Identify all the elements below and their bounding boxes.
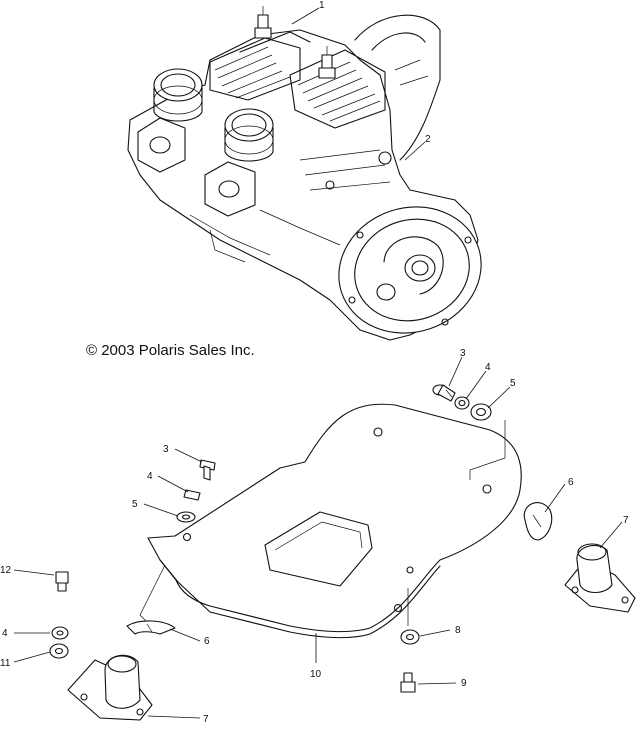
cylinder-head-fins [209, 31, 386, 129]
callout-7-lower: 7 [203, 714, 209, 725]
engine-assembly [127, 6, 482, 341]
callout-4-left: 4 [147, 471, 153, 482]
spark-plug-1 [254, 6, 272, 39]
callout-6-right: 6 [568, 477, 574, 488]
carburetor-right [204, 108, 274, 217]
spacer-washer-left [176, 511, 196, 523]
callout-leaders [13, 7, 623, 719]
callout-3-left: 3 [163, 444, 169, 455]
spacer-washer-top [470, 403, 492, 421]
callout-10: 10 [310, 669, 322, 680]
bolt-lower-right [400, 672, 416, 693]
callout-11: 11 [0, 658, 11, 669]
callout-8: 8 [455, 625, 461, 636]
washer-lower-right [400, 629, 420, 645]
copyright-notice: © 2003 Polaris Sales Inc. [86, 342, 255, 359]
callout-2: 2 [425, 134, 431, 145]
washer-top [454, 396, 470, 410]
callout-labels: 1 2 3 4 5 3 4 5 6 7 12 4 11 6 8 10 9 7 [0, 0, 629, 725]
callout-1: 1 [319, 0, 325, 11]
bolt-left [199, 459, 216, 481]
engine-mount-lower [67, 654, 153, 721]
callout-4-top: 4 [485, 362, 491, 373]
washer-lower-left [51, 626, 69, 640]
carburetor-left [137, 68, 203, 173]
callout-5-top: 5 [510, 378, 516, 389]
retainer-clip-right [523, 502, 553, 541]
callout-5-left: 5 [132, 499, 138, 510]
washer-left [183, 489, 201, 501]
callout-4-lower: 4 [2, 628, 8, 639]
callout-3-top: 3 [460, 348, 466, 359]
bolt-top [432, 384, 456, 402]
callout-12: 12 [0, 565, 12, 576]
retainer-clip-lower [126, 620, 176, 635]
engine-mount-right [564, 543, 636, 613]
spark-plug-2 [318, 46, 336, 79]
flywheel-housing [338, 206, 482, 334]
callout-9: 9 [461, 678, 467, 689]
bolt-lower-left [55, 571, 69, 592]
callout-6-lower: 6 [204, 636, 210, 647]
callout-7-right: 7 [623, 515, 629, 526]
lock-washer-lower-left [49, 643, 69, 659]
engine-mounting-plate [139, 403, 522, 639]
